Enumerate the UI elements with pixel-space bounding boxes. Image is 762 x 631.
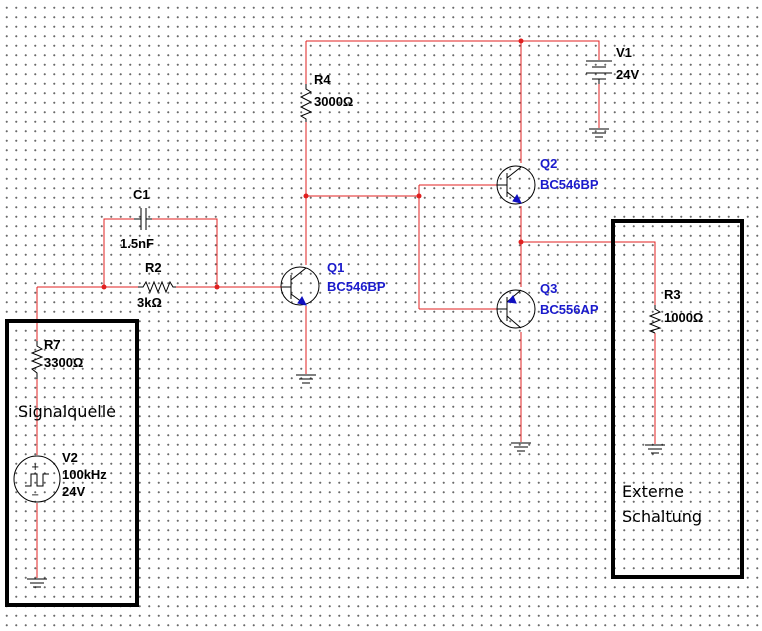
wire-c1-right [152, 218, 218, 287]
junction-c1-left [101, 284, 107, 290]
v1-value: 24V [616, 67, 639, 82]
r7-value: 3300Ω [44, 355, 83, 370]
ground-q1-icon [296, 374, 316, 384]
q3-name: Q3 [540, 281, 557, 296]
q1-transistor-symbol[interactable] [280, 266, 320, 306]
signal-source-label: Signalquelle [18, 402, 116, 421]
v2-frequency: 100kHz [62, 467, 107, 482]
r3-value: 1000Ω [664, 310, 703, 325]
wire-to-r3 [521, 241, 656, 305]
q2-transistor-symbol[interactable] [496, 165, 536, 205]
c1-capacitor-symbol[interactable] [134, 208, 152, 230]
q1-name: Q1 [327, 260, 344, 275]
ground-r3-icon [645, 444, 665, 454]
wires [36, 40, 656, 578]
v2-amplitude: 24V [62, 484, 85, 499]
r2-name: R2 [145, 260, 162, 275]
c1-name: C1 [133, 187, 150, 202]
external-circuit-box [611, 219, 744, 579]
q3-transistor-symbol[interactable] [496, 289, 536, 329]
ground-v2-icon [27, 578, 47, 588]
q1-model: BC546BP [327, 279, 386, 294]
junction-rail [518, 38, 524, 44]
svg-text:+: + [31, 462, 39, 473]
ground-q3-icon [511, 442, 531, 452]
q2-model: BC546BP [540, 177, 599, 192]
r3-name: R3 [664, 287, 681, 302]
junction-dots [101, 38, 524, 290]
external-circuit-label-line2: Schaltung [622, 507, 702, 526]
signal-source-box [5, 319, 139, 607]
r4-resistor-symbol[interactable] [299, 84, 313, 122]
q2-name: Q2 [540, 156, 557, 171]
r2-value: 3kΩ [137, 295, 162, 310]
q3-model: BC556AP [540, 302, 599, 317]
v1-battery-symbol[interactable] [586, 60, 612, 84]
r2-resistor-symbol[interactable] [138, 280, 176, 294]
r4-name: R4 [314, 72, 331, 87]
r4-value: 3000Ω [314, 94, 353, 109]
junction-c1-right [214, 284, 220, 290]
v2-name: V2 [62, 450, 78, 465]
svg-text:−: − [31, 490, 39, 501]
junction-output [518, 239, 524, 245]
external-circuit-label-line1: Externe [622, 482, 684, 501]
r7-name: R7 [44, 337, 61, 352]
ground-v1-icon [589, 128, 609, 138]
junction-r4 [303, 193, 309, 199]
junction-base [416, 193, 422, 199]
v1-name: V1 [616, 45, 632, 60]
c1-value: 1.5nF [120, 236, 154, 251]
wire-c1-left [103, 218, 134, 287]
wire-top-rail [306, 40, 600, 60]
r7-resistor-symbol[interactable] [30, 341, 44, 379]
r3-resistor-symbol[interactable] [648, 305, 662, 334]
v2-source-symbol[interactable]: + − [13, 455, 61, 503]
